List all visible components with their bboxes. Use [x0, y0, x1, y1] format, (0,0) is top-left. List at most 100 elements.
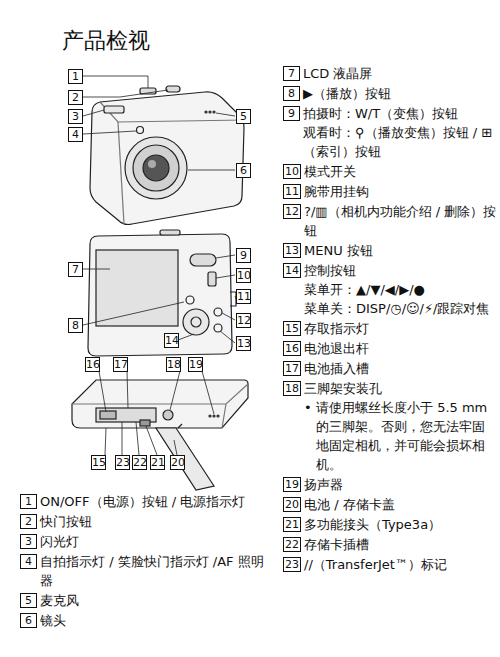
part-description: 镜头: [40, 611, 265, 630]
callout-number: 19: [283, 477, 301, 492]
part-text: 电池插入槽: [304, 359, 369, 378]
part-description: 扬声器: [304, 475, 497, 494]
part-entry: 3闪光灯: [20, 532, 265, 551]
part-entry: 23//（TransferJet™）标记: [283, 555, 497, 574]
part-entry: 11腕带用挂钩: [283, 182, 497, 201]
part-text: 多功能接头（Type3a）: [304, 515, 441, 534]
callout-number: 23: [115, 455, 130, 470]
part-entry: 6镜头: [20, 611, 265, 630]
callout-number: 13: [236, 336, 251, 351]
part-description: 存储卡插槽: [304, 535, 497, 554]
text-row: 菜单开：▲/▼/◀/▶/●: [304, 280, 497, 299]
text-row: 电池退出杆: [304, 339, 497, 358]
text-row: 观看时：⚲（播放变焦）按钮 / ⊞（索引）按钮: [303, 123, 497, 161]
callout-number: 1: [20, 494, 37, 509]
callout-number: 4: [20, 554, 37, 569]
part-text: ?/▥（相机内功能介绍 / 删除）按钮: [304, 202, 497, 240]
text-row: ?/▥（相机内功能介绍 / 删除）按钮: [304, 202, 497, 240]
part-text: 电池 / 存储卡盖: [304, 495, 395, 514]
part-entry: 22存储卡插槽: [283, 535, 497, 554]
part-text: MENU 按钮: [304, 241, 373, 260]
callout-number: 21: [150, 455, 165, 470]
callout-number: 1: [68, 69, 83, 84]
callout-number: 17: [283, 361, 301, 376]
part-entry: 15存取指示灯: [283, 319, 497, 338]
part-text: 存取指示灯: [304, 319, 369, 338]
callout-number: 22: [132, 455, 147, 470]
callout-number: 3: [68, 109, 83, 124]
text-row: MENU 按钮: [304, 241, 497, 260]
part-entry: 2快门按钮: [20, 512, 265, 531]
callout-number: 15: [91, 455, 106, 470]
part-text: 观看时：⚲（播放变焦）按钮 / ⊞（索引）按钮: [303, 123, 497, 161]
text-row: 腕带用挂钩: [304, 182, 497, 201]
text-row: 三脚架安装孔: [304, 379, 497, 398]
text-row: 电池插入槽: [304, 359, 497, 378]
text-row: 存储卡插槽: [304, 535, 497, 554]
part-description: 电池 / 存储卡盖: [304, 495, 497, 514]
part-entry: 21多功能接头（Type3a）: [283, 515, 497, 534]
text-row: LCD 液晶屏: [303, 64, 497, 83]
part-description: 存取指示灯: [304, 319, 497, 338]
text-row: ON/OFF（电源）按钮 / 电源指示灯: [40, 492, 265, 511]
text-row: //（TransferJet™）标记: [304, 555, 497, 574]
part-text: 扬声器: [304, 475, 343, 494]
callout-number: 17: [113, 357, 128, 372]
text-row: 拍摄时：W/T（变焦）按钮: [303, 104, 497, 123]
text-row: 镜头: [40, 611, 265, 630]
callout-number: 19: [188, 357, 203, 372]
part-description: MENU 按钮: [304, 241, 497, 260]
part-list: 1ON/OFF（电源）按钮 / 电源指示灯2快门按钮3闪光灯4自拍指示灯 / 笑…: [20, 492, 265, 631]
part-description: 电池退出杆: [304, 339, 497, 358]
callout-number: 2: [20, 514, 37, 529]
part-text: 控制按钮: [304, 261, 356, 280]
callout-number: 18: [166, 357, 181, 372]
callout-number: 7: [283, 66, 300, 81]
part-description: 控制按钮菜单开：▲/▼/◀/▶/●菜单关：DISP/◷/☺/⚡/跟踪对焦: [304, 261, 497, 318]
part-entry: 4自拍指示灯 / 笑脸快门指示灯 /AF 照明器: [20, 552, 265, 590]
callout-number: 12: [283, 204, 301, 219]
part-entry: 18三脚架安装孔•请使用螺丝长度小于 5.5 mm 的三脚架。否则，您无法牢固地…: [283, 379, 497, 474]
callout-number: 23: [283, 557, 301, 572]
part-text: ▶（播放）按钮: [303, 84, 391, 103]
callout-number: 12: [236, 313, 251, 328]
part-text: ON/OFF（电源）按钮 / 电源指示灯: [40, 492, 245, 511]
callout-number: 16: [85, 357, 100, 372]
part-description: ▶（播放）按钮: [303, 84, 497, 103]
part-text: 麦克风: [40, 591, 79, 610]
callout-number: 7: [68, 262, 83, 277]
callout-number: 14: [283, 263, 301, 278]
part-entry: 1ON/OFF（电源）按钮 / 电源指示灯: [20, 492, 265, 511]
part-description: 快门按钮: [40, 512, 265, 531]
callout-number: 18: [283, 381, 301, 396]
callout-number: 5: [20, 593, 37, 608]
part-description: 电池插入槽: [304, 359, 497, 378]
part-text: 镜头: [40, 611, 66, 630]
text-row: ▶（播放）按钮: [303, 84, 497, 103]
part-text: 快门按钮: [40, 512, 92, 531]
callout-number: 5: [236, 109, 251, 124]
callout-number: 10: [236, 268, 251, 283]
text-row: 自拍指示灯 / 笑脸快门指示灯 /AF 照明器: [40, 552, 265, 590]
callout-number: 11: [283, 184, 301, 199]
callout-number: 11: [236, 289, 251, 304]
text-row: 扬声器: [304, 475, 497, 494]
callout-number: 10: [283, 164, 301, 179]
part-text: 模式开关: [304, 162, 356, 181]
callout-number: 4: [68, 127, 83, 142]
part-description: 麦克风: [40, 591, 265, 610]
part-description: 模式开关: [304, 162, 497, 181]
part-entry: 17电池插入槽: [283, 359, 497, 378]
callout-number: 9: [236, 248, 251, 263]
callout-number: 16: [283, 341, 301, 356]
callout-number: 9: [283, 106, 300, 121]
part-text: 拍摄时：W/T（变焦）按钮: [303, 104, 458, 123]
text-row: 模式开关: [304, 162, 497, 181]
callout-number: 3: [20, 534, 37, 549]
part-list: 7LCD 液晶屏8▶（播放）按钮9拍摄时：W/T（变焦）按钮观看时：⚲（播放变焦…: [283, 64, 497, 575]
text-row: 菜单关：DISP/◷/☺/⚡/跟踪对焦: [304, 299, 497, 318]
part-text: 存储卡插槽: [304, 535, 369, 554]
part-text: 菜单开：▲/▼/◀/▶/●: [304, 280, 425, 299]
text-row: 麦克风: [40, 591, 265, 610]
part-text: 电池退出杆: [304, 339, 369, 358]
